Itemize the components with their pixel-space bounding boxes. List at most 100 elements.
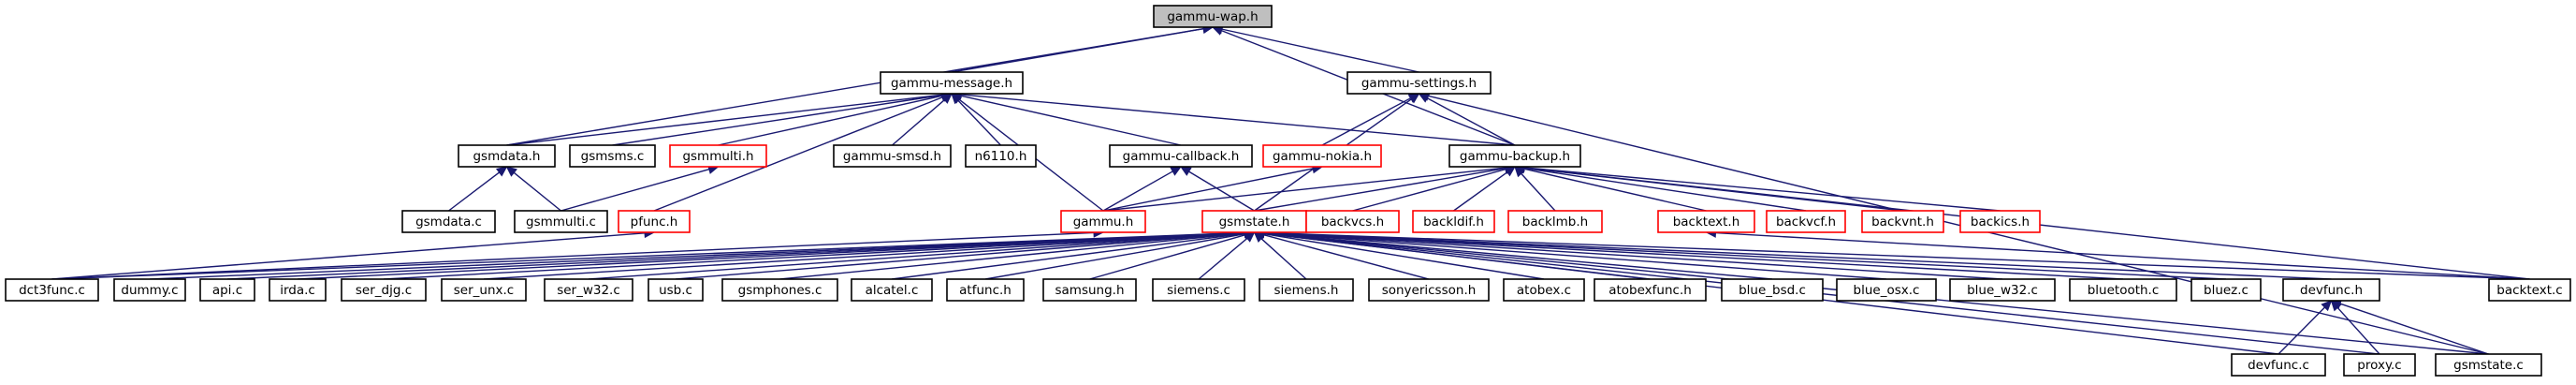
node-box	[965, 144, 1037, 168]
node-bluez-c[interactable]: bluez.c	[2190, 278, 2262, 302]
node-atobex-c[interactable]: atobex.c	[1503, 278, 1585, 302]
node-gsmstate-h[interactable]: gsmstate.h	[1201, 210, 1307, 233]
node-label: devfunc.c	[2248, 358, 2309, 373]
node-label: devfunc.h	[2300, 283, 2363, 298]
node-gammu-h[interactable]: gammu.h	[1060, 210, 1146, 233]
node-atfunc-h[interactable]: atfunc.h	[946, 278, 1025, 302]
node-usb-c[interactable]: usb.c	[648, 278, 704, 302]
node-proxy-c[interactable]: proxy.c	[2343, 353, 2416, 377]
node-box	[1153, 5, 1273, 28]
node-dummy-c[interactable]: dummy.c	[113, 278, 186, 302]
node-box	[1305, 210, 1400, 233]
node-gsmdata-c[interactable]: gsmdata.c	[401, 210, 496, 233]
node-label: atfunc.h	[959, 283, 1011, 298]
node-box	[2282, 278, 2380, 302]
node-samsung-h[interactable]: samsung.h	[1042, 278, 1137, 302]
node-label: backics.h	[1971, 215, 2030, 230]
node-gammu-wap-h: gammu-wap.h	[1153, 5, 1273, 28]
node-backlmb-h[interactable]: backlmb.h	[1507, 210, 1603, 233]
node-blue_osx-c[interactable]: blue_osx.c	[1836, 278, 1937, 302]
node-backtext-h[interactable]: backtext.h	[1657, 210, 1755, 233]
node-backtext-c[interactable]: backtext.c	[2488, 278, 2571, 302]
node-label: backtext.h	[1673, 215, 1740, 230]
node-devfunc-h[interactable]: devfunc.h	[2282, 278, 2380, 302]
node-gammu-message-h[interactable]: gammu-message.h	[880, 71, 1024, 95]
node-label: n6110.h	[975, 149, 1027, 164]
node-siemens-c[interactable]: siemens.c	[1152, 278, 1245, 302]
node-gsmphones-c[interactable]: gsmphones.c	[721, 278, 838, 302]
node-gsmdata-h[interactable]: gsmdata.h	[458, 144, 556, 168]
node-gammu-settings-h[interactable]: gammu-settings.h	[1346, 71, 1492, 95]
node-box	[648, 278, 704, 302]
node-label: backvnt.h	[1871, 215, 1934, 230]
node-box	[721, 278, 838, 302]
node-box	[1262, 144, 1382, 168]
edge-gsmstate.h-to-gammu-callback.h	[1179, 166, 1255, 212]
edge-gsmmulti.c-to-gsmmulti.h	[560, 164, 720, 212]
node-box	[1836, 278, 1937, 302]
node-box	[2488, 278, 2571, 302]
node-backvcf-h[interactable]: backvcf.h	[1766, 210, 1846, 233]
node-gsmstate-c[interactable]: gsmstate.c	[2435, 353, 2542, 377]
node-gsmmulti-c[interactable]: gsmmulti.c	[514, 210, 608, 233]
node-backics-h[interactable]: backics.h	[1959, 210, 2041, 233]
edge-backldif.h-to-gammu-backup.h	[1453, 166, 1516, 212]
node-label: blue_w32.c	[1967, 283, 2038, 298]
edge-devfunc.h-to-gsmstate.h	[1253, 228, 2332, 280]
node-label: proxy.c	[2357, 358, 2401, 373]
node-blue_bsd-c[interactable]: blue_bsd.c	[1721, 278, 1824, 302]
node-gammu-smsd-h[interactable]: gammu-smsd.h	[833, 144, 952, 168]
node-box	[1368, 278, 1490, 302]
node-backvnt-h[interactable]: backvnt.h	[1861, 210, 1944, 233]
node-backvcs-h[interactable]: backvcs.h	[1305, 210, 1400, 233]
node-ser_unx-c[interactable]: ser_unx.c	[441, 278, 527, 302]
node-box	[1042, 278, 1137, 302]
node-gsmsms-c[interactable]: gsmsms.c	[569, 144, 656, 168]
node-box	[2343, 353, 2416, 377]
node-pfunc-h[interactable]: pfunc.h	[618, 210, 691, 233]
node-backldif-h[interactable]: backldif.h	[1412, 210, 1495, 233]
node-box	[401, 210, 496, 233]
node-alcatel-c[interactable]: alcatel.c	[851, 278, 933, 302]
node-gammu-callback-h[interactable]: gammu-callback.h	[1109, 144, 1253, 168]
node-box	[1861, 210, 1944, 233]
node-label: gammu-smsd.h	[843, 149, 941, 164]
node-label: gammu-callback.h	[1123, 149, 1240, 164]
node-dct3func-c[interactable]: dct3func.c	[5, 278, 99, 302]
node-label: samsung.h	[1055, 283, 1124, 298]
node-box	[458, 144, 556, 168]
node-label: bluez.c	[2204, 283, 2249, 298]
node-box	[113, 278, 186, 302]
node-blue_w32-c[interactable]: blue_w32.c	[1949, 278, 2056, 302]
node-api-c[interactable]: api.c	[199, 278, 255, 302]
node-label: pfunc.h	[631, 215, 678, 230]
node-gammu-nokia-h[interactable]: gammu-nokia.h	[1262, 144, 1382, 168]
node-ser_djg-c[interactable]: ser_djg.c	[341, 278, 427, 302]
node-devfunc-c[interactable]: devfunc.c	[2231, 353, 2326, 377]
node-bluetooth-c[interactable]: bluetooth.c	[2069, 278, 2177, 302]
node-box	[1412, 210, 1495, 233]
node-box	[441, 278, 527, 302]
node-gammu-backup-h[interactable]: gammu-backup.h	[1448, 144, 1581, 168]
node-label: atobexfunc.h	[1608, 283, 1692, 298]
node-box	[341, 278, 427, 302]
node-label: gsmstate.h	[1219, 215, 1290, 230]
node-box	[1259, 278, 1354, 302]
node-box	[1060, 210, 1146, 233]
node-atobexfunc-h[interactable]: atobexfunc.h	[1594, 278, 1707, 302]
node-box	[1594, 278, 1707, 302]
node-irda-c[interactable]: irda.c	[269, 278, 327, 302]
node-gsmmulti-h[interactable]: gsmmulti.h	[669, 144, 767, 168]
node-label: gsmstate.c	[2453, 358, 2524, 373]
node-sonyericsson-h[interactable]: sonyericsson.h	[1368, 278, 1490, 302]
node-ser_w32-c[interactable]: ser_w32.c	[544, 278, 633, 302]
node-box	[2190, 278, 2262, 302]
node-label: dct3func.c	[19, 283, 85, 298]
edge-gammu-nokia.h-to-gammu-settings.h	[1321, 93, 1420, 146]
node-siemens-h[interactable]: siemens.h	[1259, 278, 1354, 302]
node-label: backvcs.h	[1321, 215, 1384, 230]
node-box	[2231, 353, 2326, 377]
node-label: gsmdata.h	[473, 149, 540, 164]
node-label: gsmsms.c	[581, 149, 645, 164]
node-n6110-h[interactable]: n6110.h	[965, 144, 1037, 168]
